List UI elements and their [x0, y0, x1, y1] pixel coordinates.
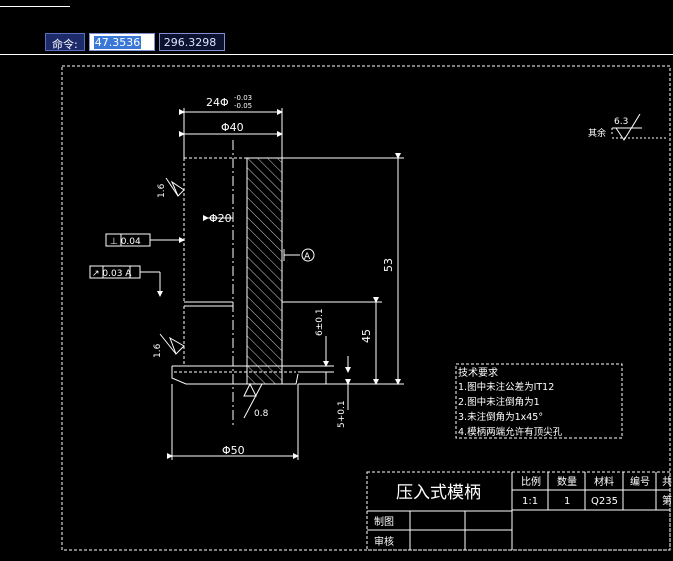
viewport-top-border	[0, 54, 673, 55]
section-hatch	[246, 157, 283, 385]
roughness-bottom-value: 0.8	[254, 409, 269, 419]
header-material: 材料	[594, 475, 614, 488]
dimension-lines	[167, 108, 404, 460]
x-coordinate-value: 47.3536	[93, 36, 142, 49]
header-scale: 比例	[521, 475, 541, 488]
command-bar: 命令: 47.3536 296.3298	[45, 33, 225, 51]
note-item-2: 2.图中未注倒角为1	[458, 396, 540, 408]
roughness-lower-value: 1.6	[153, 343, 163, 358]
dim-top-tolerance-sub: -0.05	[234, 102, 252, 110]
roughness-rest-label: 其余	[588, 127, 606, 139]
dim-diameter-20: Φ20	[209, 212, 232, 225]
dim-diameter-50: Φ50	[222, 444, 245, 457]
roughness-rest-value: 6.3	[614, 117, 628, 127]
drawing-border	[61, 65, 671, 551]
runout-text: ↗ 0.03 A	[92, 269, 132, 279]
dim-top-tolerance: 24Φ	[206, 96, 229, 109]
runout-frame	[89, 265, 163, 297]
roughness-left-value: 1.6	[157, 183, 167, 198]
roughness-symbol-rest	[611, 113, 668, 141]
roughness-symbol-left	[165, 177, 185, 197]
note-item-1: 1.图中未注公差为IT12	[458, 381, 554, 393]
notes-title: 技术要求	[458, 366, 498, 379]
notes-box	[455, 363, 623, 439]
flatness-text: ⊥ 0.04	[110, 237, 141, 247]
value-material: Q235	[591, 496, 618, 507]
value-quantity: 1	[564, 496, 570, 507]
dim-height-5: 5+0.1	[337, 400, 347, 428]
note-item-3: 3.未注倒角为1x45°	[458, 411, 543, 423]
roughness-symbol-bottom	[243, 382, 263, 419]
note-item-4: 4.模柄两端允许有顶尖孔	[458, 426, 563, 438]
command-label: 命令:	[45, 33, 85, 51]
header-total: 共	[662, 476, 672, 488]
datum-letter: A	[304, 252, 311, 262]
value-sheet: 第	[662, 494, 672, 507]
header-quantity: 数量	[557, 475, 577, 488]
drawn-label: 制图	[374, 515, 394, 528]
value-scale: 1:1	[522, 496, 538, 507]
dim-diameter-40: Φ40	[221, 121, 244, 134]
part-name: 压入式模柄	[396, 483, 481, 503]
datum-marker	[283, 248, 315, 262]
title-block	[366, 471, 671, 551]
checked-label: 审核	[374, 535, 394, 548]
header-number: 编号	[630, 475, 650, 488]
dim-top-tolerance-sup: -0.03	[234, 94, 252, 102]
top-edge-line	[0, 6, 70, 7]
flatness-frame	[105, 233, 185, 247]
dim-height-6: 6±0.1	[315, 308, 325, 336]
x-coordinate-input[interactable]: 47.3536	[88, 33, 155, 51]
roughness-symbol-lower	[159, 333, 185, 355]
dim-height-45: 45	[360, 329, 373, 343]
y-coordinate-input[interactable]: 296.3298	[158, 33, 225, 51]
dim-height-53: 53	[382, 258, 395, 272]
